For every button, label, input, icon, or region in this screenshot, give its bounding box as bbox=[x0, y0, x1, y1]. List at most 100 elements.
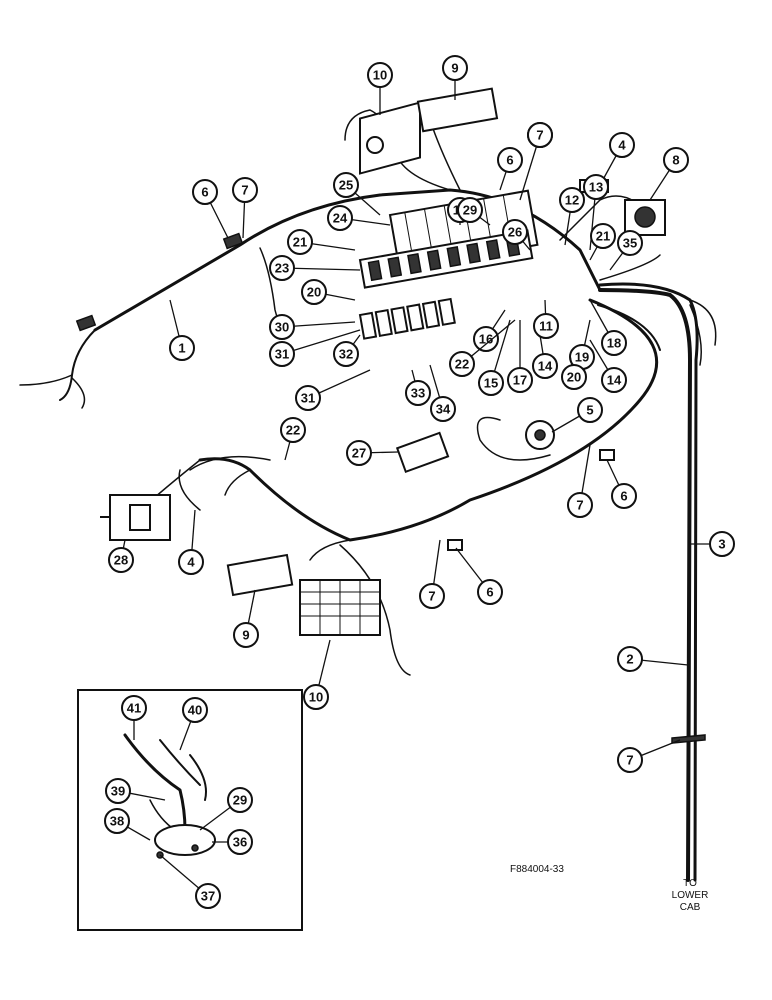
callout-circle bbox=[232, 177, 258, 203]
callout-number: 7 bbox=[536, 128, 543, 143]
callout-36: 36 bbox=[212, 829, 253, 855]
callout-15: 15 bbox=[478, 319, 511, 396]
callout-circle bbox=[269, 255, 295, 281]
callout-39: 39 bbox=[105, 778, 166, 804]
callout-number: 11 bbox=[539, 319, 553, 334]
callout-number: 28 bbox=[114, 553, 128, 568]
callout-37: 37 bbox=[159, 854, 221, 909]
callout-circle bbox=[709, 531, 735, 557]
callout-circle bbox=[577, 397, 603, 423]
callout-26: 26 bbox=[502, 219, 531, 251]
callout-number: 27 bbox=[352, 446, 366, 461]
harness-wires bbox=[19, 109, 717, 882]
callout-circle bbox=[269, 341, 295, 367]
callout-circle bbox=[561, 364, 587, 390]
callout-circle bbox=[473, 326, 499, 352]
callout-number: 33 bbox=[411, 386, 425, 401]
callout-circle bbox=[457, 197, 483, 223]
callout-10: 10 bbox=[367, 62, 393, 115]
callout-circle bbox=[663, 147, 689, 173]
callout-number: 15 bbox=[484, 376, 498, 391]
callout-circle bbox=[617, 646, 643, 672]
callout-circle bbox=[346, 440, 372, 466]
callout-circle bbox=[405, 380, 431, 406]
callout-20: 20 bbox=[301, 279, 356, 305]
callout-number: 7 bbox=[241, 183, 248, 198]
callout-7: 7 bbox=[567, 444, 593, 518]
callout-circle bbox=[611, 483, 637, 509]
callout-circle bbox=[609, 132, 635, 158]
callout-11: 11 bbox=[533, 299, 559, 339]
callout-number: 14 bbox=[607, 373, 622, 388]
callout-circle bbox=[227, 829, 253, 855]
callout-circle bbox=[287, 229, 313, 255]
callout-circle bbox=[227, 787, 253, 813]
callout-number: 26 bbox=[508, 225, 522, 240]
callout-6: 6 bbox=[192, 179, 229, 239]
callout-number: 4 bbox=[618, 138, 626, 153]
callout-number: 8 bbox=[672, 153, 679, 168]
callout-38: 38 bbox=[104, 808, 151, 841]
callout-number: 31 bbox=[275, 347, 289, 362]
callout-number: 24 bbox=[333, 211, 348, 226]
callout-circle bbox=[301, 279, 327, 305]
callout-25: 25 bbox=[333, 172, 381, 216]
callout-7: 7 bbox=[419, 539, 445, 609]
callout-number: 29 bbox=[463, 203, 477, 218]
callout-layer: 1097486725162926121321352421232067301313… bbox=[104, 55, 735, 909]
callout-number: 25 bbox=[339, 178, 353, 193]
callout-41: 41 bbox=[121, 695, 147, 740]
callout-circle bbox=[367, 62, 393, 88]
callout-number: 13 bbox=[589, 180, 603, 195]
callout-number: 10 bbox=[309, 690, 323, 705]
callout-35: 35 bbox=[609, 230, 643, 271]
callout-circle bbox=[507, 367, 533, 393]
callout-circle bbox=[195, 883, 221, 909]
callout-number: 30 bbox=[275, 320, 289, 335]
callout-number: 22 bbox=[455, 357, 469, 372]
callout-circle bbox=[269, 314, 295, 340]
callout-circle bbox=[333, 172, 359, 198]
callout-17: 17 bbox=[507, 320, 533, 393]
callout-21: 21 bbox=[589, 223, 616, 261]
callout-circle bbox=[449, 351, 475, 377]
callout-circle bbox=[559, 187, 585, 213]
callout-3: 3 bbox=[690, 531, 735, 557]
callout-circle bbox=[442, 55, 468, 81]
callout-circle bbox=[617, 230, 643, 256]
callout-6: 6 bbox=[497, 147, 523, 191]
callout-number: 37 bbox=[201, 889, 215, 904]
callout-40: 40 bbox=[179, 697, 208, 751]
callout-leader bbox=[281, 329, 361, 355]
callout-7: 7 bbox=[527, 122, 553, 148]
callout-circle bbox=[169, 335, 195, 361]
callout-2: 2 bbox=[617, 646, 689, 672]
callout-circle bbox=[532, 353, 558, 379]
callout-33: 33 bbox=[405, 369, 431, 406]
callout-24: 24 bbox=[327, 205, 391, 231]
to-lower-cab-line-1: TO bbox=[683, 878, 697, 889]
callout-number: 20 bbox=[567, 370, 581, 385]
callout-number: 12 bbox=[565, 193, 579, 208]
callout-6: 6 bbox=[606, 459, 637, 509]
callout-number: 6 bbox=[620, 489, 627, 504]
callout-circle bbox=[567, 492, 593, 518]
to-lower-cab-line-3: CAB bbox=[680, 902, 701, 913]
callout-circle bbox=[121, 695, 147, 721]
callout-leader bbox=[281, 267, 361, 271]
callout-circle bbox=[303, 684, 329, 710]
callout-circle bbox=[527, 122, 553, 148]
callout-8: 8 bbox=[649, 147, 689, 201]
callout-29: 29 bbox=[199, 787, 253, 831]
callout-number: 4 bbox=[187, 555, 195, 570]
callout-number: 35 bbox=[623, 236, 637, 251]
callout-circle bbox=[502, 219, 528, 245]
callout-number: 3 bbox=[718, 537, 725, 552]
callout-9: 9 bbox=[442, 55, 468, 100]
callout-number: 1 bbox=[178, 341, 185, 356]
callout-7: 7 bbox=[232, 177, 258, 239]
callout-number: 31 bbox=[301, 391, 315, 406]
callout-circle bbox=[178, 549, 204, 575]
callout-circle bbox=[327, 205, 353, 231]
